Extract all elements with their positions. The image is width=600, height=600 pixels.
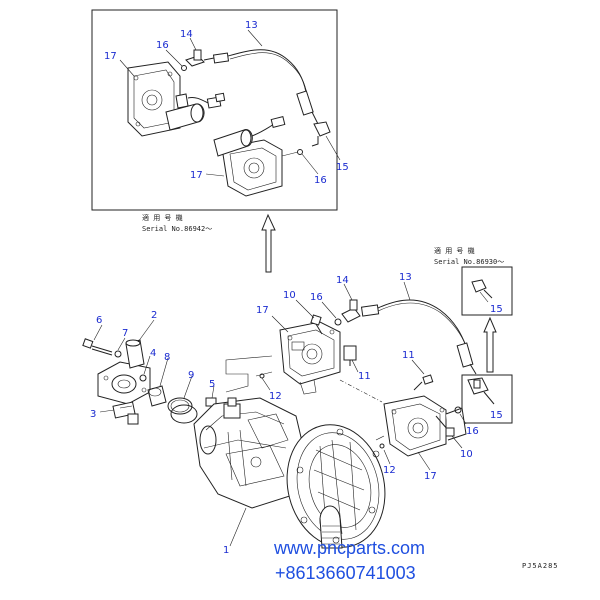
callout-12-right: 12 (383, 465, 396, 476)
callout-14-inset: 14 (180, 29, 193, 40)
serial-jp-top: 適 用 号 機 (142, 213, 183, 222)
serial-number-right: Serial No.86930～ (434, 258, 504, 266)
callout-3: 3 (90, 409, 96, 420)
drawing-code: PJ5A285 (522, 562, 559, 570)
coupling-8 (147, 385, 167, 407)
callout-14: 14 (336, 275, 349, 286)
hose-upper (227, 49, 307, 93)
main-pump-1 (193, 397, 386, 549)
callout-4: 4 (150, 348, 156, 359)
callout-9: 9 (188, 370, 194, 381)
connector-11-center (343, 345, 357, 366)
callout-17-center: 17 (256, 305, 269, 316)
callout-13: 13 (399, 272, 412, 283)
callout-15-right-upper: 15 (490, 304, 503, 315)
callout-1: 1 (223, 545, 229, 556)
o-ring-7 (114, 350, 122, 358)
sensor-block-lower (213, 116, 303, 197)
watermark-url: www.pncparts.com (273, 538, 425, 558)
serial-jp-right: 適 用 号 機 (434, 246, 475, 255)
fitting-3 (112, 401, 139, 425)
callout-17-right: 17 (424, 471, 437, 482)
hose-13-main (360, 299, 477, 375)
callout-2: 2 (151, 310, 157, 321)
callout-7: 7 (122, 328, 128, 339)
callout-5: 5 (209, 379, 215, 390)
inset-box-right-lower (461, 374, 513, 424)
sensor-block-upper (127, 61, 226, 137)
bolt-10-right (435, 415, 455, 437)
fitting-elbow-upper (181, 49, 230, 71)
fitting-14 (341, 299, 361, 323)
callout-16-right: 16 (466, 426, 479, 437)
ring-9 (167, 397, 198, 424)
callout-6: 6 (96, 315, 102, 326)
callout-11-right: 11 (402, 350, 415, 361)
sensor-block-center (279, 321, 341, 395)
callout-17-inset-lower: 17 (190, 170, 203, 181)
bolt-11-right (413, 374, 434, 391)
hollow-arrow-up-center (261, 213, 276, 273)
callout-15-inset: 15 (336, 162, 349, 173)
callout-15-right-lower: 15 (490, 410, 503, 421)
callout-16-center: 16 (310, 292, 323, 303)
inset-box-right-upper (461, 266, 513, 316)
callout-10-right: 10 (460, 449, 473, 460)
callout-13-inset: 13 (245, 20, 258, 31)
plug-5 (205, 397, 217, 407)
callout-11-center: 11 (358, 371, 371, 382)
hollow-arrow-up-right (483, 316, 497, 373)
bolt-6 (82, 338, 113, 356)
serial-number-top: Serial No.86942～ (142, 225, 212, 233)
callout-16-inset-lower: 16 (314, 175, 327, 186)
gear-pump-2 (97, 339, 151, 405)
callout-10-center: 10 (283, 290, 296, 301)
callout-17-inset-upper: 17 (104, 51, 117, 62)
callout-16-inset: 16 (156, 40, 169, 51)
callout-12-left: 12 (269, 391, 282, 402)
inset-box-top (91, 9, 338, 211)
watermark-phone: +8613660741003 (275, 563, 416, 583)
inset-leaders (119, 29, 341, 177)
sensor-block-right (383, 395, 467, 457)
callout-8: 8 (164, 352, 170, 363)
